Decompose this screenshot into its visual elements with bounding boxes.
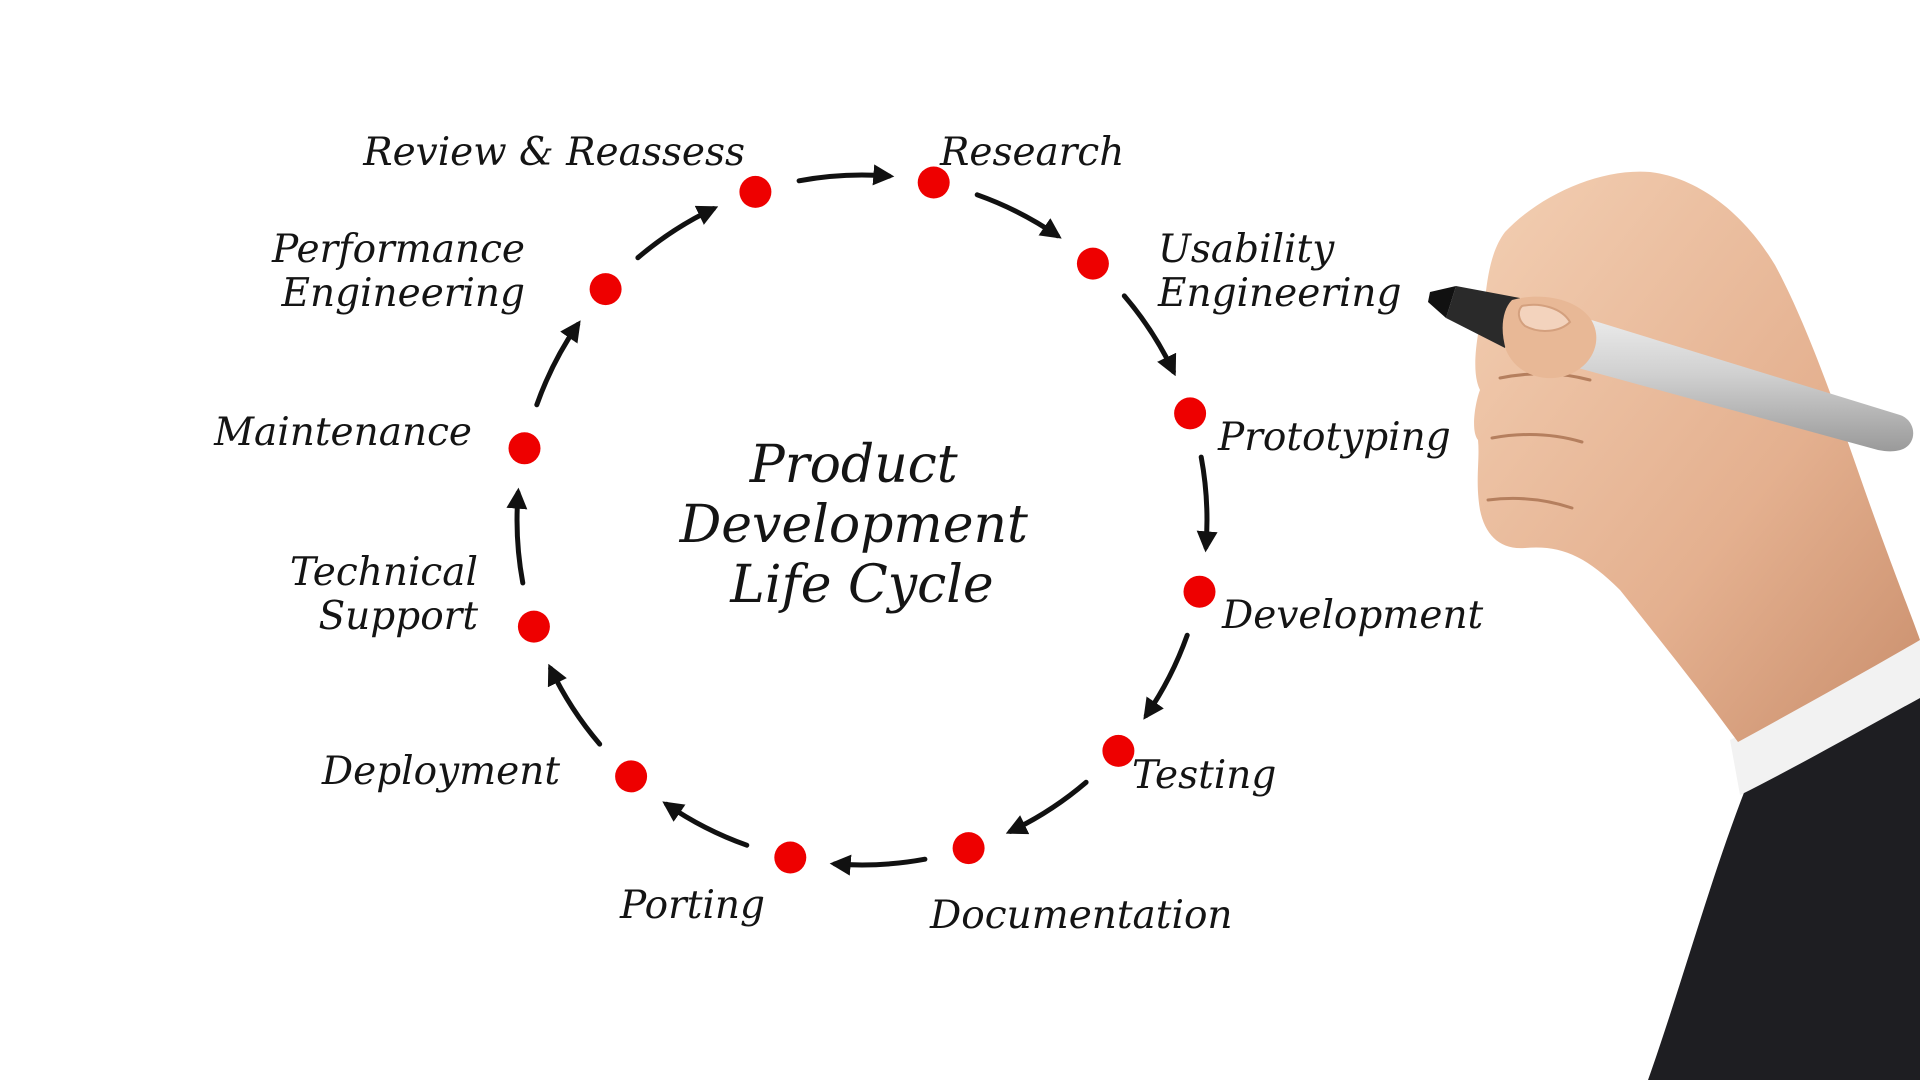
- cycle-arrow: [1005, 779, 1089, 835]
- stage-label: Deployment: [321, 749, 560, 794]
- marker-body: [1505, 298, 1914, 452]
- stage-label-line: Maintenance: [213, 410, 472, 455]
- stage-node: [1102, 734, 1135, 767]
- title-line: Development: [679, 495, 1028, 555]
- stage-label: Development: [1221, 593, 1484, 638]
- hand-holding-marker: [1428, 171, 1920, 1080]
- stage-node: [615, 760, 648, 793]
- cycle-arrow: [635, 205, 719, 261]
- stage-label-line: Development: [1221, 593, 1484, 638]
- stage-label-line: Support: [318, 594, 478, 639]
- stage-label-line: Engineering: [280, 271, 525, 316]
- stage-label: Documentation: [929, 893, 1233, 938]
- stage-label-line: Porting: [619, 883, 765, 928]
- hand-palm: [1474, 171, 1920, 743]
- stage-node: [1076, 247, 1109, 280]
- cycle-arrows: [506, 164, 1218, 876]
- stage-node: [739, 175, 772, 208]
- stage-node: [517, 610, 550, 643]
- marker-tip: [1428, 286, 1456, 318]
- cycle-nodes: [508, 166, 1216, 874]
- stage-label: Research: [939, 130, 1124, 175]
- jacket-sleeve: [1648, 690, 1920, 1080]
- cycle-arrow: [1196, 454, 1218, 553]
- cycle-arrow: [506, 487, 528, 586]
- stage-label: Prototyping: [1217, 415, 1451, 460]
- stage-node: [952, 832, 985, 865]
- stage-label-line: Usability: [1158, 227, 1335, 272]
- cycle-arrow: [974, 192, 1062, 239]
- stage-node: [1183, 575, 1216, 608]
- cycle-arrow: [662, 801, 750, 848]
- thumb-nail: [1517, 303, 1572, 332]
- stage-label-line: Prototyping: [1217, 415, 1451, 460]
- stage-label-line: Documentation: [929, 893, 1233, 938]
- cycle-arrow: [796, 164, 895, 186]
- stage-label: Testing: [1132, 753, 1276, 798]
- stage-label: Review & Reassess: [362, 130, 745, 175]
- stage-label-line: Testing: [1132, 753, 1276, 798]
- cycle-arrow: [1121, 293, 1177, 377]
- stage-label-line: Research: [939, 130, 1124, 175]
- stage-label: Porting: [619, 883, 765, 928]
- title-line: Life Cycle: [729, 555, 993, 615]
- stage-node: [917, 166, 950, 199]
- stage-node: [508, 432, 541, 465]
- stage-node: [1174, 397, 1207, 430]
- stage-label-line: Review & Reassess: [362, 130, 745, 175]
- stage-label: Maintenance: [213, 410, 472, 455]
- cycle-arrow: [547, 663, 603, 747]
- cycle-arrow: [1143, 632, 1190, 720]
- shirt-cuff: [1730, 640, 1920, 795]
- stage-label-line: Deployment: [321, 749, 560, 794]
- stage-label-line: Engineering: [1157, 271, 1402, 316]
- cycle-arrow: [534, 320, 581, 408]
- cycle-arrow: [829, 854, 928, 876]
- stage-node: [589, 273, 622, 306]
- stage-node: [774, 841, 807, 874]
- title-line: Product: [749, 435, 958, 495]
- stage-label-line: Technical: [290, 550, 478, 595]
- center-title: Product Development Life Cycle: [679, 435, 1045, 615]
- stage-label-line: Performance: [271, 227, 525, 272]
- marker-grip: [1446, 286, 1520, 348]
